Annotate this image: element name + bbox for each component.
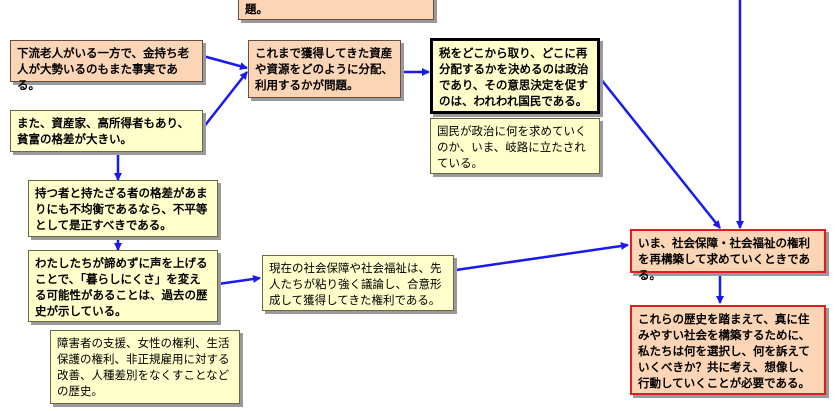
arrow-politics-to-rebuild (599, 77, 721, 229)
arrow-rights-to-rebuild (455, 242, 629, 272)
assets-question-box: これまで獲得してきた資産や資源をどのように分配、利用するかが問題。 (248, 40, 401, 98)
capitalists-gap-box: また、資産家、高所得者もあり、貧富の格差が大きい。 (10, 110, 203, 152)
history-examples-box: 障害者の支援、女性の権利、生活保護の権利、非正規雇用に対する改善、人種差別をなく… (50, 330, 240, 404)
arrow-voice-to-rights (217, 275, 261, 286)
future-society-box: これらの歴史を踏まえて、真に住みやすい社会を構築するために、私たちは何を選択し、… (630, 305, 826, 395)
rebuild-rights-box: いま、社会保障・社会福祉の権利を再構築して求めていくときである。 (630, 229, 826, 282)
arrow-gap-to-assets (202, 71, 248, 129)
inequality-correct-box: 持つ者と持たざる者の格差があまりにも不均衡であるなら、不平等として是正すべきであ… (28, 180, 218, 237)
raise-voice-box: わたしたちが諦めずに声を上げることで、「暮らしにくさ」を変える可能性があることは… (28, 250, 218, 322)
crossroads-box: 国民が政治に何を求めていくのか、いま、岐路に立たされている。 (430, 118, 600, 174)
wealthy-elderly-box: 下流老人がいる一方で、金持ち老人が大勢いるのもまた事実である。 (10, 40, 203, 92)
social-security-rights-box: 現在の社会保障や社会福祉は、先人たちが粘り強く議論し、合意形成して獲得してきた権… (262, 255, 454, 311)
top-cut-box: 題。 (238, 0, 434, 20)
politics-decides-box: 税をどこから取り、どこに再分配するかを決めるのは政治であり、その意思決定を促すの… (430, 38, 600, 114)
arrow-wealthy-to-assets (202, 54, 248, 71)
